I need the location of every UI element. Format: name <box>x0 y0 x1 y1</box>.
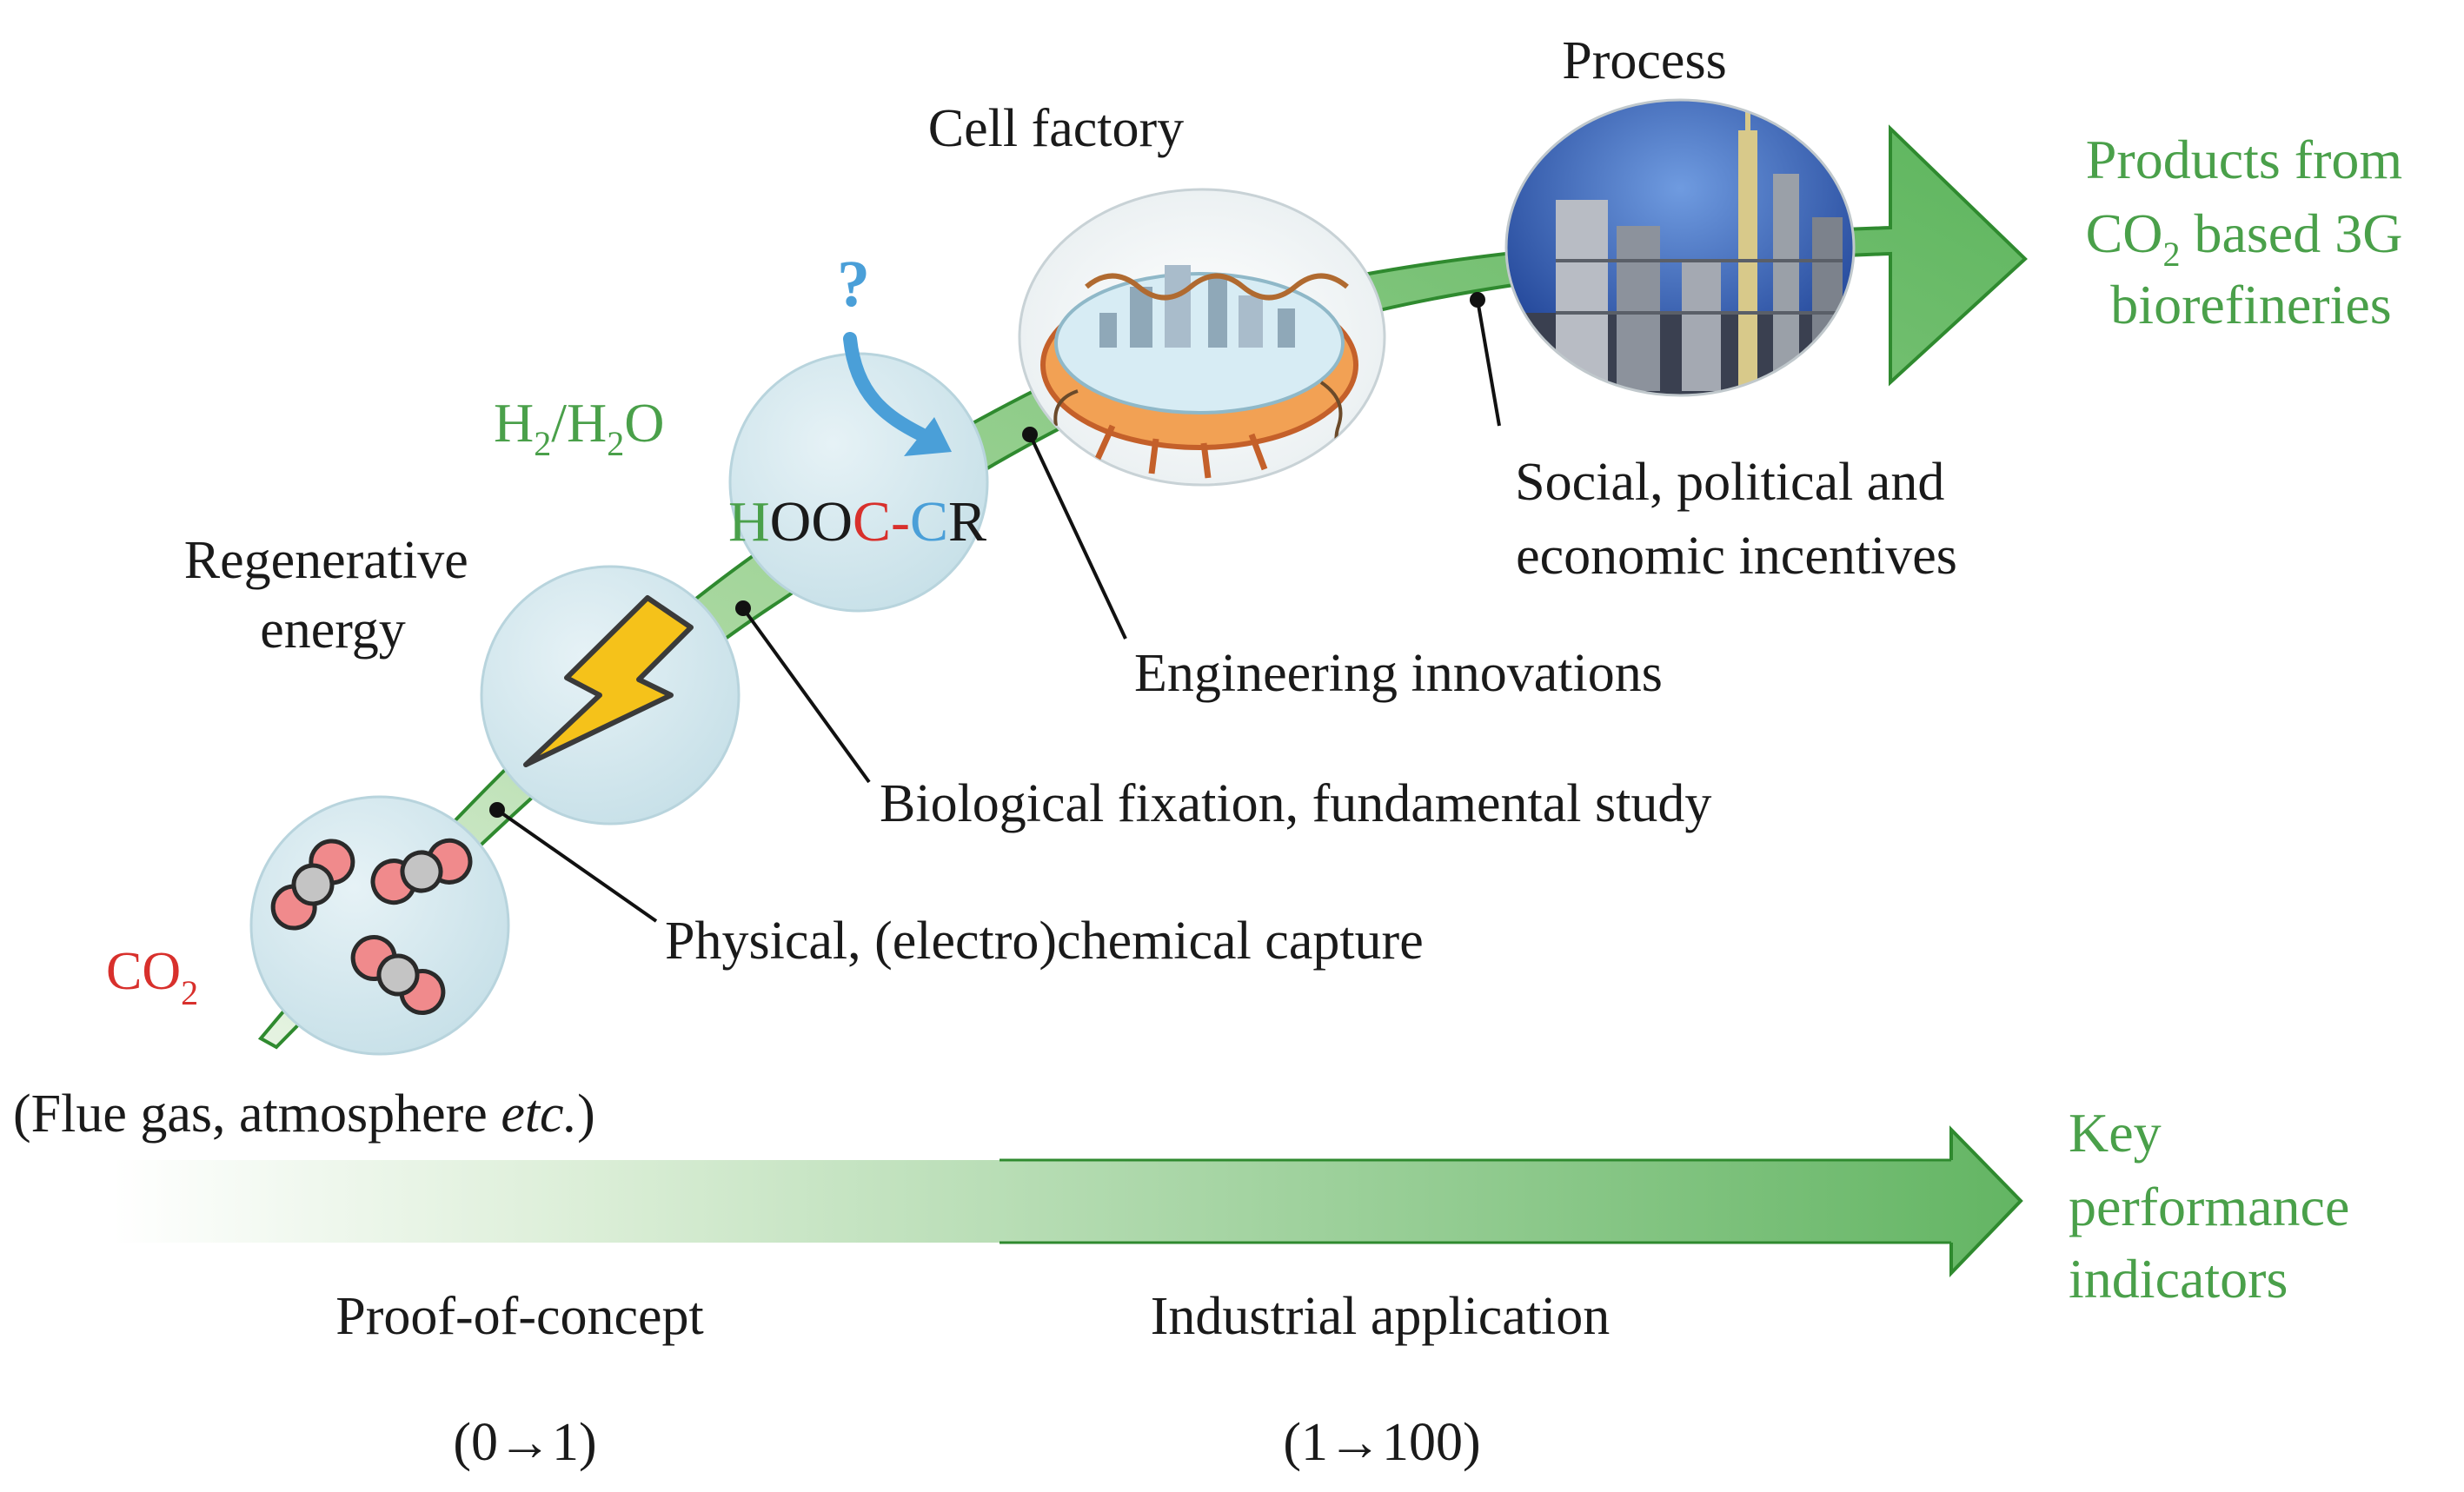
co2-label: CO2 <box>106 942 198 1012</box>
process-plant-photo <box>1504 98 1856 397</box>
regenerative-energy-label: Regenerative energy <box>184 531 482 660</box>
lightning-bolt-icon <box>523 595 694 767</box>
process-label: Process <box>1562 31 1726 90</box>
engineering-innovations-label: Engineering innovations <box>1134 644 1663 703</box>
industrial-application-label: Industrial application <box>1151 1287 1611 1346</box>
biological-fixation-label: Biological fixation, fundamental study <box>880 774 1711 833</box>
proof-of-concept-range: (0→1) <box>453 1413 596 1472</box>
hooc-bubble <box>728 352 989 613</box>
energy-bubble <box>480 565 741 826</box>
co2-molecule-icon <box>270 838 473 1016</box>
cell-factory-illustration <box>1018 188 1386 487</box>
flue-gas-label: (Flue gas, atmosphere etc.) <box>13 1084 595 1144</box>
cell-factory-label: Cell factory <box>928 99 1184 158</box>
proof-of-concept-label: Proof-of-concept <box>335 1287 704 1346</box>
co2-bubble <box>249 795 510 1056</box>
physical-capture-label: Physical, (electro)chemical capture <box>665 912 1424 971</box>
question-mark-label: ? <box>837 248 870 321</box>
leader-lines <box>489 292 1501 923</box>
hooc-cr-label: HOOC-CR <box>728 490 986 554</box>
kpi-axis-arrow <box>113 1125 2023 1277</box>
question-arrow: ? <box>837 248 952 456</box>
h2-h2o-label: H2/H2O <box>494 392 664 463</box>
social-incentives-label: Social, political and economic incentive… <box>1515 453 1958 586</box>
industrial-application-range: (1→100) <box>1283 1413 1480 1472</box>
kpi-label: Key performance indicators <box>2069 1102 2363 1310</box>
products-label: Products from CO2 based 3G biorefineries <box>2086 129 2417 335</box>
